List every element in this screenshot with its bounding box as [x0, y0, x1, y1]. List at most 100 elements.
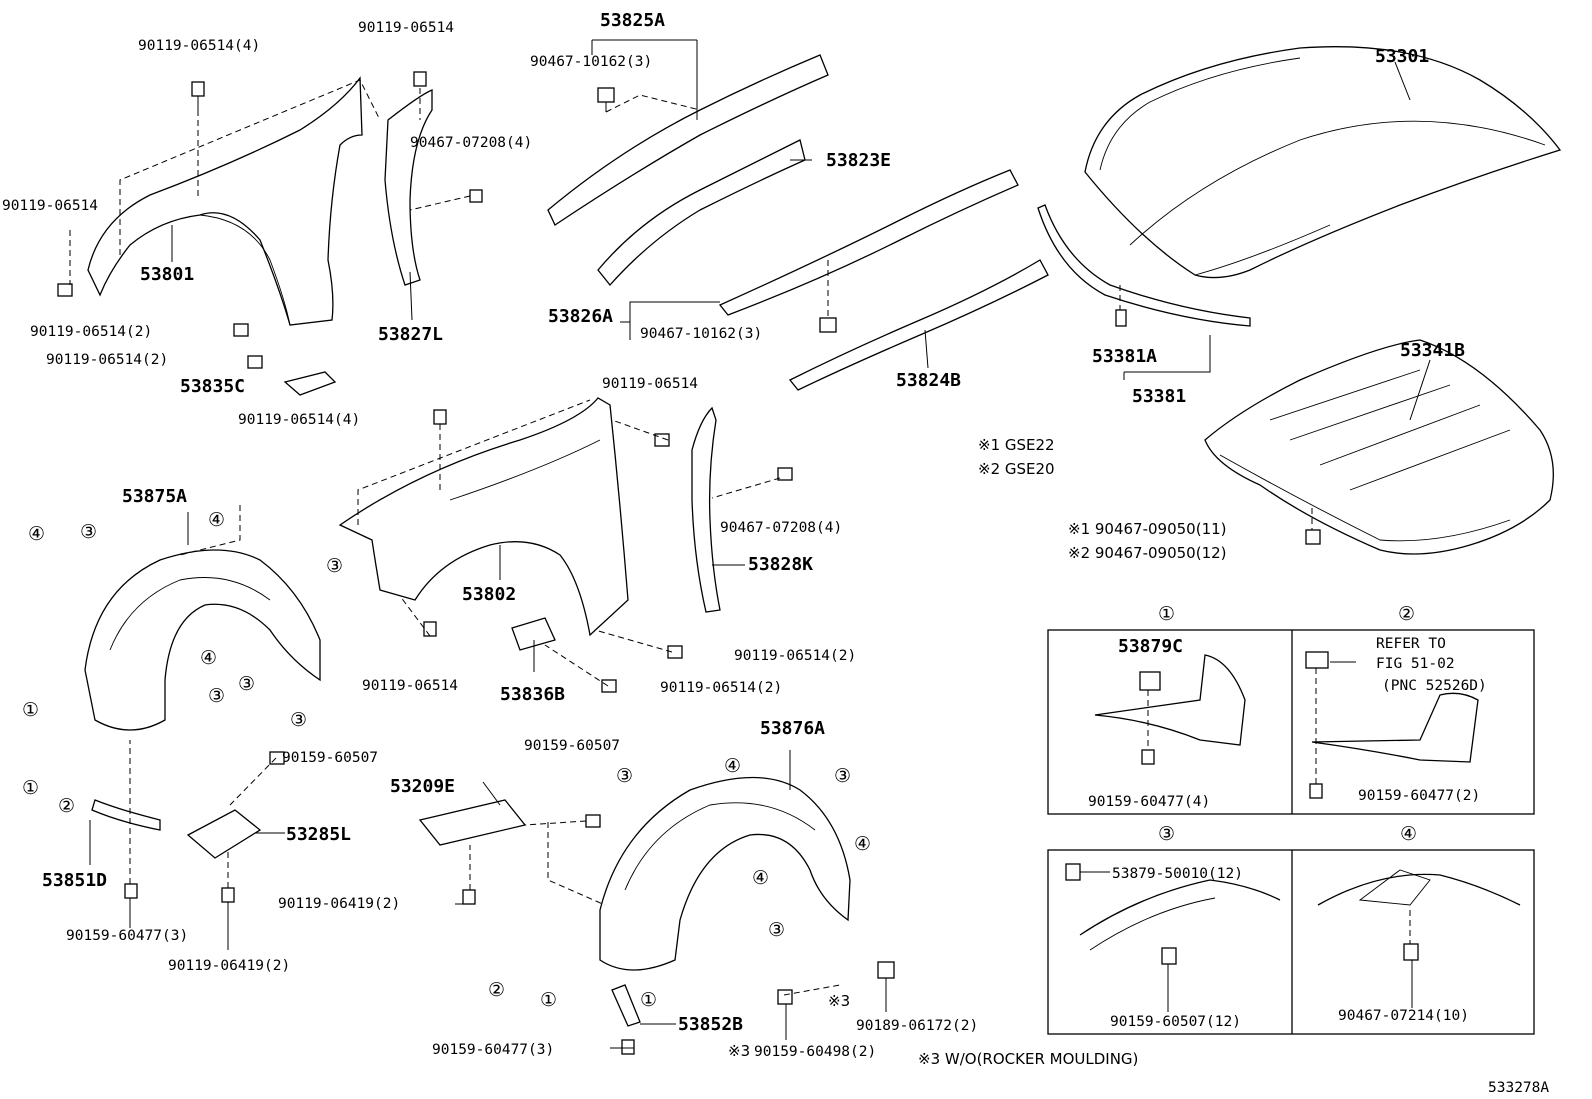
callout-3: ③ [80, 521, 97, 543]
label-53381: 53381 [1132, 386, 1186, 407]
callout-4: ④ [200, 647, 217, 669]
label-90119-06419-2-a: 90119-06419(2) [278, 896, 400, 912]
label-90159-60477-3-a: 90159-60477(3) [66, 928, 188, 944]
label-53301: 53301 [1375, 46, 1429, 67]
seal-53824B [788, 259, 1049, 391]
detail-box-1-part: 53879C [1118, 636, 1183, 657]
label-note3-a: ※3 [828, 992, 850, 1010]
callout-1: ① [640, 989, 657, 1011]
label-90159-60498-2: 90159-60498(2) [754, 1044, 876, 1060]
label-90119-06514-4: 90119-06514(4) [138, 38, 260, 54]
seal-53825A [547, 54, 829, 226]
fender-liner-53827L [384, 89, 433, 286]
callout-2: ② [488, 979, 505, 1001]
fender-liner-53828K [691, 406, 721, 613]
callout-4: ④ [752, 867, 769, 889]
callout-3: ③ [834, 765, 851, 787]
callout-3: ③ [238, 673, 255, 695]
seal-53823E [597, 139, 806, 287]
hood-53301 [1084, 46, 1562, 279]
label-90119-06514-a: 90119-06514 [2, 198, 98, 214]
callout-4: ④ [724, 755, 741, 777]
callout-4: ④ [208, 509, 225, 531]
label-53828K: 53828K [748, 554, 813, 575]
detail-box-3-bolt: 90159-60507(12) [1110, 1014, 1241, 1030]
callout-3: ③ [326, 555, 343, 577]
label-90467-10162-3: 90467-10162(3) [530, 54, 652, 70]
detail-box-2-refer-line-3: (PNC 52526D) [1382, 678, 1487, 694]
detail-box-3-number: ③ [1158, 823, 1175, 845]
part-labels: 90119-06514(4) 90119-06514 53825A 90467-… [2, 10, 1549, 1096]
label-90119-06514-2-c: 90119-06514(2) [734, 648, 856, 664]
label-53209E: 53209E [390, 776, 455, 797]
fasteners [57, 71, 1321, 1055]
callout-1: ① [540, 989, 557, 1011]
label-90119-06514-2-a: 90119-06514(2) [30, 324, 152, 340]
assembly-lines [69, 79, 1313, 996]
label-53824B: 53824B [896, 370, 961, 391]
bracket-53285L [186, 809, 262, 859]
hood-seal-53381 [1037, 204, 1251, 327]
detail-box-1-number: ① [1158, 603, 1175, 625]
bracket-53209E [418, 799, 527, 846]
label-53851D: 53851D [42, 870, 107, 891]
detail-box-2-refer-line-2: FIG 51-02 [1376, 656, 1455, 672]
bracket-53836B [511, 617, 556, 651]
callout-3: ③ [616, 765, 633, 787]
leader-lines [89, 39, 1431, 1049]
label-90119-06514-2-b: 90119-06514(2) [46, 352, 168, 368]
label-53802: 53802 [462, 584, 516, 605]
detail-box-2-number: ② [1398, 603, 1415, 625]
fender-53802 [338, 397, 629, 637]
detail-box-3-part: 53879-50010(12) [1112, 866, 1243, 882]
label-53825A: 53825A [600, 10, 665, 31]
label-90119-06419-2-b: 90119-06419(2) [168, 958, 290, 974]
label-53285L: 53285L [286, 824, 351, 845]
label-53826A: 53826A [548, 306, 613, 327]
label-90467-07208-4-b: 90467-07208(4) [720, 520, 842, 536]
note-gse22: ※1 GSE22 [978, 436, 1055, 454]
label-90119-06514-b: 90119-06514 [602, 376, 698, 392]
label-53381A: 53381A [1092, 346, 1157, 367]
detail-box-4-number: ④ [1400, 823, 1417, 845]
engine-under-cover-53341B [1204, 339, 1554, 555]
callout-3: ③ [208, 685, 225, 707]
label-figure-number: 533278A [1488, 1080, 1549, 1096]
detail-box-1-bolt: 90159-60477(4) [1088, 794, 1210, 810]
label-53801: 53801 [140, 264, 194, 285]
label-53823E: 53823E [826, 150, 891, 171]
label-53341B: 53341B [1400, 340, 1465, 361]
label-90159-60477-3-b: 90159-60477(3) [432, 1042, 554, 1058]
callout-3: ③ [768, 919, 785, 941]
fender-53801 [87, 76, 363, 326]
callout-markers: ④ ③ ④ ③ ④ ③ ③ ③ ① ① ② ③ ④ ③ ④ ④ ③ ② ① ① [22, 509, 871, 1011]
fender-liner-53875A [84, 549, 321, 731]
note-rocker-moulding: ※3 W/O(ROCKER MOULDING) [918, 1050, 1138, 1068]
seal-53826A [718, 169, 1019, 316]
label-53836B: 53836B [500, 684, 565, 705]
label-90159-60507-b: 90159-60507 [524, 738, 620, 754]
note-bolt-gse22: ※1 90467-09050(11) [1068, 520, 1227, 538]
callout-4: ④ [854, 833, 871, 855]
notes: ※1 GSE22 ※2 GSE20 ※1 90467-09050(11) ※2 … [918, 436, 1227, 1068]
label-53875A: 53875A [122, 486, 187, 507]
label-90119-06514-4-b: 90119-06514(4) [238, 412, 360, 428]
bracket-53835C [283, 371, 337, 396]
label-53852B: 53852B [678, 1014, 743, 1035]
seal-53851D [91, 799, 161, 831]
callout-1: ① [22, 699, 39, 721]
callout-1: ① [22, 777, 39, 799]
label-90159-60507-a: 90159-60507 [282, 750, 378, 766]
label-90189-06172-2: 90189-06172(2) [856, 1018, 978, 1034]
label-90119-06514: 90119-06514 [358, 20, 454, 36]
note-bolt-gse20: ※2 90467-09050(12) [1068, 544, 1227, 562]
detail-box-2-bolt: 90159-60477(2) [1358, 788, 1480, 804]
callout-4: ④ [28, 523, 45, 545]
callout-3: ③ [290, 709, 307, 731]
callout-2: ② [58, 795, 75, 817]
label-53835C: 53835C [180, 376, 245, 397]
label-note3-b: ※3 [728, 1042, 750, 1060]
label-90467-07208-4: 90467-07208(4) [410, 135, 532, 151]
note-gse20: ※2 GSE20 [978, 460, 1055, 478]
